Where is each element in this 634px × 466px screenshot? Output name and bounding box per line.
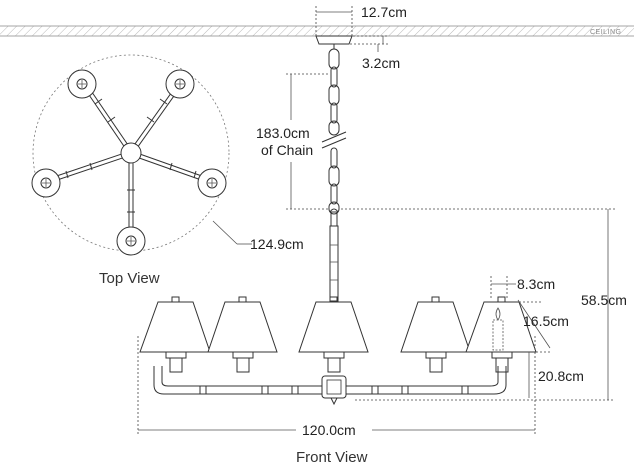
overall-height-label: 58.5cm [581,292,627,308]
canopy-height-dimension: 3.2cm [350,35,400,71]
chain-length-suffix: of Chain [261,142,313,158]
ceiling-label: CEILING [590,29,622,36]
overall-height-dimension: 58.5cm [341,208,627,401]
shade-2 [207,301,278,353]
top-view: 124.9cm Top View [31,54,304,287]
diameter-label: 124.9cm [250,236,304,252]
overall-width-dimension: 120.0cm [137,336,536,438]
arm-height-dimension: 20.8cm [528,352,584,398]
arm-height-label: 20.8cm [538,368,584,384]
top-view-shades [31,69,227,256]
chain-length-dimension: 183.0cm of Chain [256,73,330,210]
overall-width-label: 120.0cm [302,422,356,438]
shade-4 [400,301,471,353]
chain-length-value: 183.0cm [256,125,310,141]
shade-1 [139,301,211,353]
shade-height-label: 16.5cm [523,313,569,329]
canopy-width-dimension: 12.7cm [315,4,407,36]
shade-height-dimension: 16.5cm [517,299,569,353]
front-view [139,296,537,406]
ceiling: CEILING [0,25,634,37]
top-view-title: Top View [99,270,160,287]
center-stem [329,208,339,302]
canopy [315,35,353,49]
socket-width-dimension: 8.3cm [490,276,555,300]
canopy-height-label: 3.2cm [362,55,400,71]
socket-width-label: 8.3cm [517,276,555,292]
front-view-title: Front View [296,449,368,466]
shade-3 [298,301,369,353]
canopy-width-label: 12.7cm [361,4,407,20]
chain [321,48,347,215]
